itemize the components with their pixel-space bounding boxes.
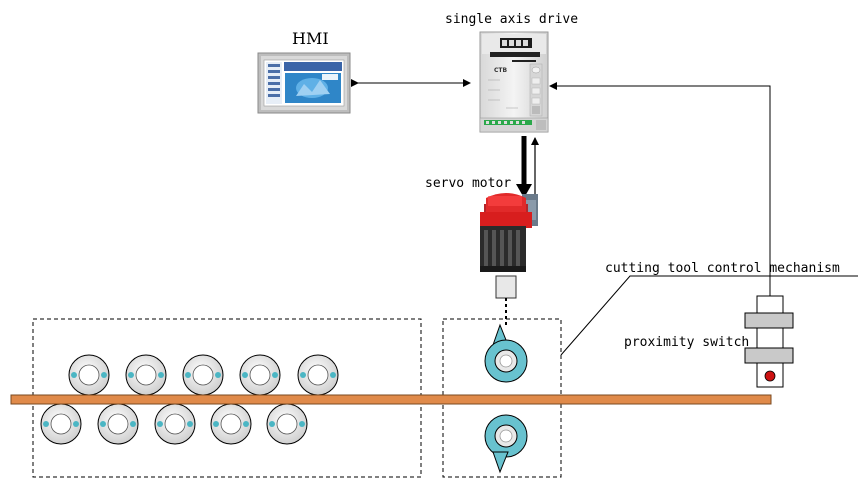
roller-icon <box>68 354 110 396</box>
servo-motor-icon <box>480 193 538 299</box>
cutter-icon <box>484 414 528 474</box>
sensor-feedback-line <box>549 82 771 296</box>
material-strip <box>10 394 772 405</box>
proximity-sensor-icon <box>744 295 794 388</box>
roller-icon <box>297 354 339 396</box>
drive-label: single axis drive <box>445 12 578 27</box>
power-arrow-head <box>516 184 532 198</box>
roller-icon <box>239 354 281 396</box>
proximity-switch-label: proximity switch <box>624 335 749 350</box>
cutter-icon <box>484 323 528 383</box>
roller-icon <box>125 354 167 396</box>
roller-icon <box>97 403 139 445</box>
cutting-mechanism-label: cutting tool control mechanism <box>605 261 840 276</box>
drive-unit-icon: CTB <box>479 31 549 133</box>
roller-icon <box>266 403 308 445</box>
roller-icon <box>182 354 224 396</box>
roller-icon <box>210 403 252 445</box>
hmi-label: HMI <box>292 29 329 48</box>
hmi-panel-icon <box>257 52 351 114</box>
servo-motor-label: servo motor <box>425 176 511 191</box>
cutting-mechanism-leader-line <box>560 275 858 356</box>
roller-icon <box>40 403 82 445</box>
drive-brand-text: CTB <box>494 67 507 74</box>
roller-icon <box>154 403 196 445</box>
